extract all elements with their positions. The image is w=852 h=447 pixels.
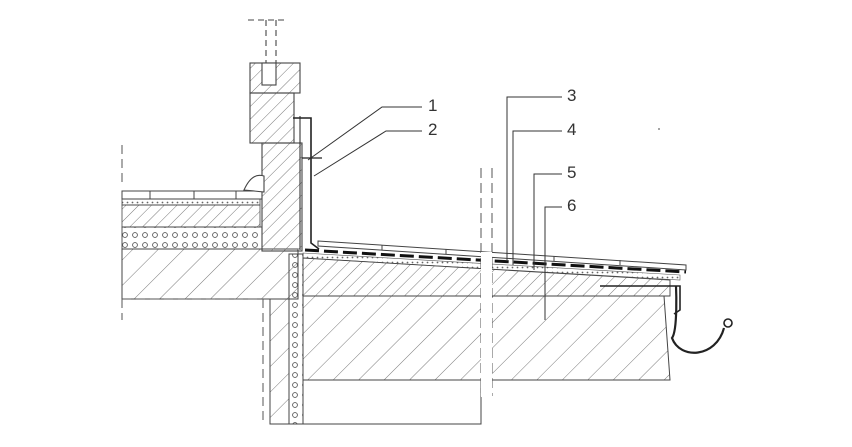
callout-4: 4 <box>567 120 577 139</box>
window-frame <box>243 19 303 252</box>
left-dashed-wall <box>121 145 264 420</box>
left-floor-assembly <box>121 190 299 300</box>
exterior-wall-insulation <box>269 253 304 425</box>
sloped-roof-assembly <box>302 240 687 425</box>
callout-5: 5 <box>567 163 577 182</box>
callout-3: 3 <box>567 86 577 105</box>
leader-lines <box>307 96 562 320</box>
callout-1: 1 <box>428 96 438 115</box>
marker-dot <box>658 128 660 130</box>
callout-6: 6 <box>567 196 577 215</box>
upstand-flashing <box>293 116 322 250</box>
break-gap <box>481 252 492 397</box>
callout-2: 2 <box>428 120 438 139</box>
eaves-gutter <box>600 285 733 354</box>
